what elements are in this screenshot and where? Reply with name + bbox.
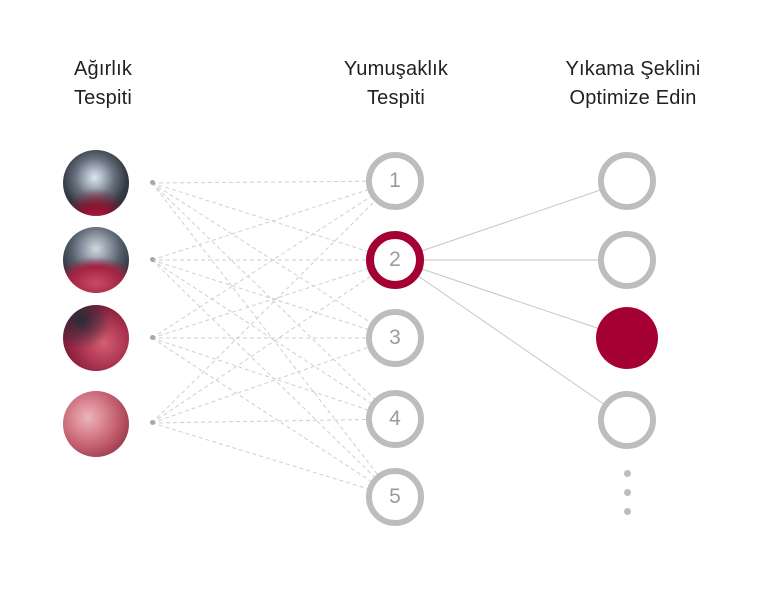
red-fabric-photo bbox=[63, 305, 129, 371]
pink-fabric-photo bbox=[63, 391, 129, 457]
washer-drum-photo bbox=[63, 150, 129, 216]
node-label: 4 bbox=[389, 407, 401, 430]
softness-level-node-2-selected: 2 bbox=[366, 231, 424, 289]
node-label: 1 bbox=[389, 169, 401, 192]
connector-dot bbox=[150, 180, 155, 185]
column-title-weight-detection: Ağırlık Tespiti bbox=[73, 58, 133, 109]
wash-option-node-1 bbox=[598, 152, 656, 210]
wash-option-node-3-selected bbox=[596, 307, 658, 369]
wash-option-node-2 bbox=[598, 231, 656, 289]
column-title-optimize-wash: Yıkama Şeklini Optimize Edin bbox=[565, 58, 701, 109]
softness-level-node-3: 3 bbox=[366, 309, 424, 367]
more-options-ellipsis-icon bbox=[620, 470, 634, 515]
node-label: 5 bbox=[389, 485, 401, 508]
connector-dot bbox=[150, 335, 155, 340]
wash-option-node-4 bbox=[598, 391, 656, 449]
node-label: 2 bbox=[389, 248, 401, 271]
softness-level-node-1: 1 bbox=[366, 152, 424, 210]
softness-level-node-5: 5 bbox=[366, 468, 424, 526]
connector-dot bbox=[150, 420, 155, 425]
column-title-softness-detection: Yumuşaklık Tespiti bbox=[343, 58, 449, 109]
drum-with-red-laundry-photo bbox=[63, 227, 129, 293]
connector-dot bbox=[150, 257, 155, 262]
node-label: 3 bbox=[389, 326, 401, 349]
softness-level-node-4: 4 bbox=[366, 390, 424, 448]
